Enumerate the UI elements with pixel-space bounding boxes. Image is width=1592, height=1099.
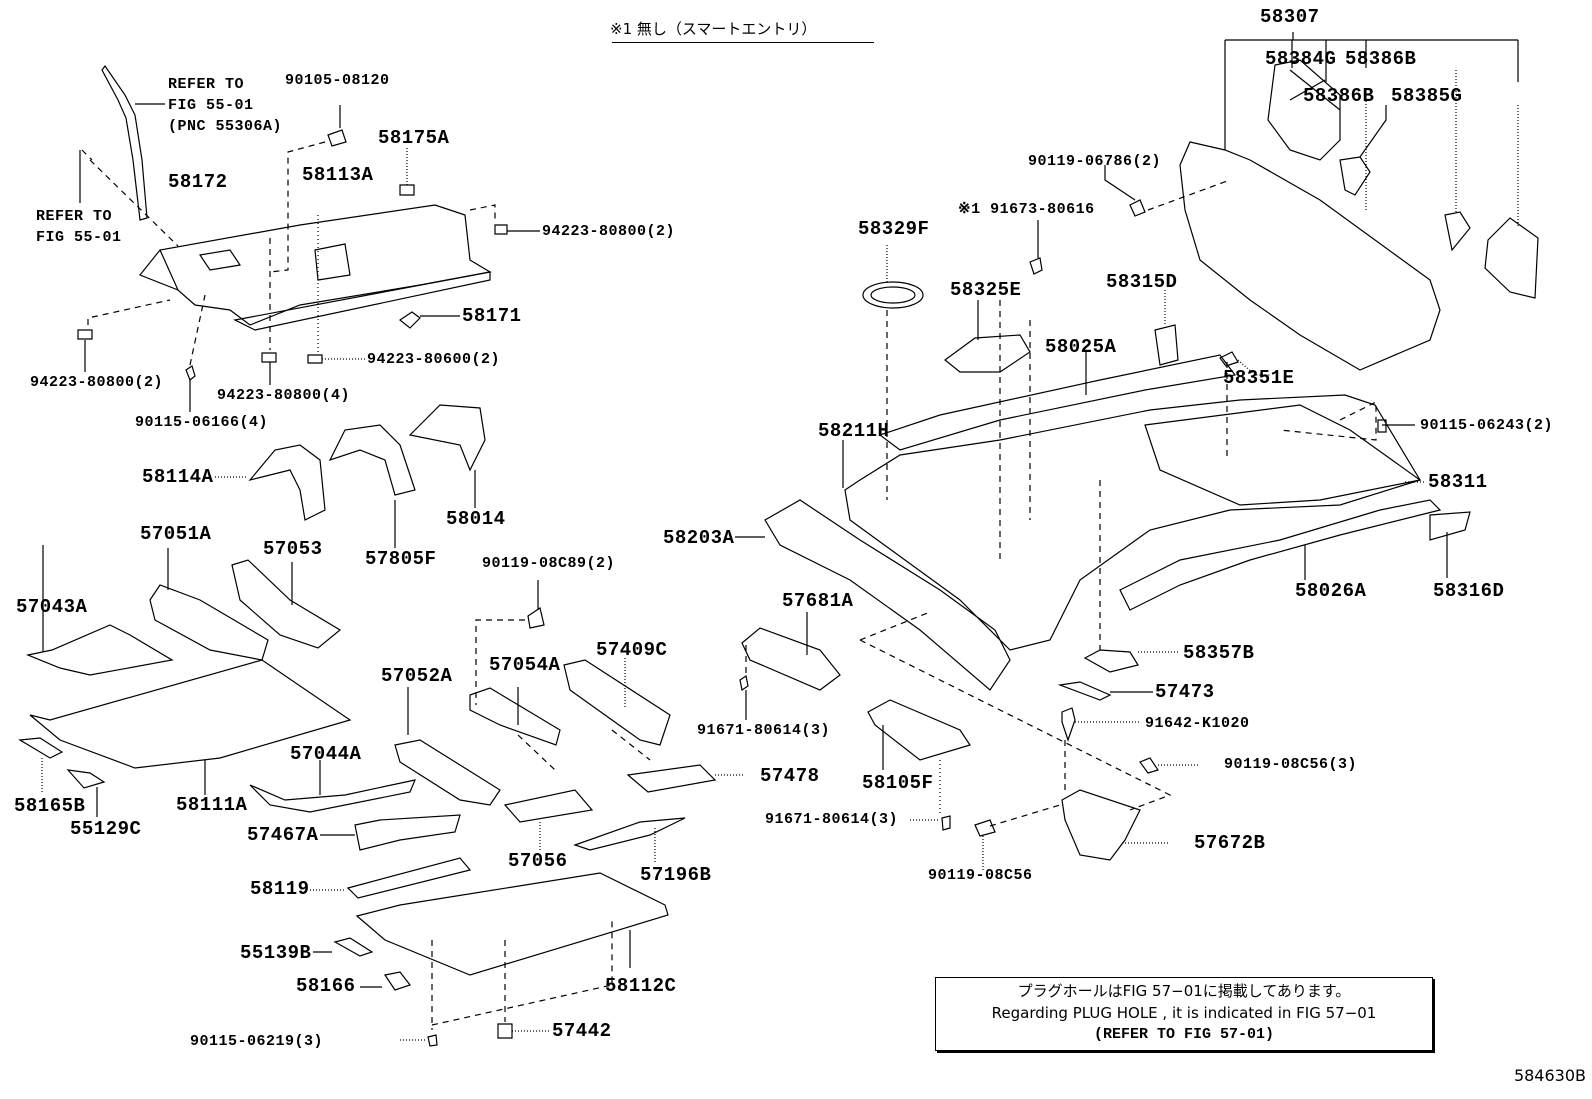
part-label-94223-80800-2[interactable]: 94223-80800(2)	[542, 223, 676, 240]
part-label-94223-80800-2[interactable]: 94223-80800(2)	[30, 374, 164, 391]
part-label-57467A[interactable]: 57467A	[247, 824, 319, 846]
part-label-55139B[interactable]: 55139B	[240, 942, 312, 964]
part-label-58166[interactable]: 58166	[296, 975, 356, 997]
part-label-58119[interactable]: 58119	[250, 878, 310, 900]
part-label-58386B[interactable]: 58386B	[1345, 48, 1417, 70]
part-label-58105F[interactable]: 58105F	[862, 772, 934, 794]
fasteners-upper-left	[78, 105, 540, 412]
panel-58307	[1105, 60, 1538, 370]
part-label-57681A[interactable]: 57681A	[782, 590, 854, 612]
part-label-57442[interactable]: 57442	[552, 1020, 612, 1042]
dash-ref	[82, 150, 92, 160]
part-label-90105-08120[interactable]: 90105-08120	[285, 72, 390, 89]
note-line-reference[interactable]: (REFER TO FIG 57-01)	[1093, 1026, 1275, 1043]
panel-rear-floor	[735, 300, 1470, 690]
brackets-middle-left	[215, 405, 485, 548]
reference-line: REFER TO	[168, 76, 245, 93]
leader-tree-58307	[1225, 32, 1518, 150]
part-label-57052A[interactable]: 57052A	[381, 665, 453, 687]
reference-line: FIG 55-01	[168, 97, 254, 114]
brackets-lower-right	[860, 480, 1200, 860]
part-label-58329F[interactable]: 58329F	[858, 218, 930, 240]
reference-line: FIG 55-01	[36, 229, 122, 246]
part-label-57805F[interactable]: 57805F	[365, 548, 437, 570]
note-line-jp: プラグホールはFIG 57−01に掲載してあります。	[1017, 982, 1351, 1000]
part-label-58316D[interactable]: 58316D	[1433, 580, 1505, 602]
part-label-57196B[interactable]: 57196B	[640, 864, 712, 886]
part-label-58026A[interactable]: 58026A	[1295, 580, 1367, 602]
part-label-90115-06243-2[interactable]: 90115-06243(2)	[1420, 417, 1554, 434]
part-label-58384G[interactable]: 58384G	[1265, 48, 1337, 70]
part-label-58175A[interactable]: 58175A	[378, 127, 450, 149]
part-label-57672B[interactable]: 57672B	[1194, 832, 1266, 854]
part-label-57044A[interactable]: 57044A	[290, 743, 362, 765]
part-label-57478[interactable]: 57478	[760, 765, 820, 787]
part-label-58025A[interactable]: 58025A	[1045, 336, 1117, 358]
part-label-91642-K1020[interactable]: 91642-K1020	[1145, 715, 1250, 732]
part-label-58171[interactable]: 58171	[462, 305, 522, 327]
part-label-58311[interactable]: 58311	[1428, 471, 1488, 493]
part-label-58172[interactable]: 58172	[168, 171, 228, 193]
part-label-91671-80614-3[interactable]: 91671-80614(3)	[697, 722, 831, 739]
part-label-90119-08C56-3[interactable]: 90119-08C56(3)	[1224, 756, 1358, 773]
part-label-58307[interactable]: 58307	[1260, 6, 1320, 28]
part-label-58211H[interactable]: 58211H	[818, 420, 890, 442]
reference-fig-55-01-pnc[interactable]: REFER TO FIG 55-01 (PNC 55306A)	[168, 74, 282, 137]
reference-fig-55-01[interactable]: REFER TO FIG 55-01	[36, 206, 122, 248]
part-label-90115-06219-3[interactable]: 90115-06219(3)	[190, 1033, 324, 1050]
reference-line: REFER TO	[36, 208, 113, 225]
panel-58113A	[140, 205, 490, 330]
part-label-55129C[interactable]: 55129C	[70, 818, 142, 840]
figure-id: 584630B	[1513, 1066, 1586, 1085]
part-label-90119-08C89-2[interactable]: 90119-08C89(2)	[482, 555, 616, 572]
part-label-90119-08C56[interactable]: 90119-08C56	[928, 867, 1033, 884]
part-label-58114A[interactable]: 58114A	[142, 466, 214, 488]
brackets-center-lower	[740, 612, 995, 870]
plugs	[863, 220, 1270, 375]
part-label-90119-06786-2[interactable]: 90119-06786(2)	[1028, 153, 1162, 170]
floor-panels-left	[20, 545, 350, 817]
part-label-57056[interactable]: 57056	[508, 850, 568, 872]
part-label-58351E[interactable]: 58351E	[1223, 367, 1295, 389]
part-label-94223-80600-2[interactable]: 94223-80600(2)	[367, 351, 501, 368]
part-label-58014[interactable]: 58014	[446, 508, 506, 530]
plug-hole-note: プラグホールはFIG 57−01に掲載してあります。 Regarding PLU…	[935, 977, 1433, 1051]
header-note: ※1 無し（スマートエントリ）	[610, 20, 817, 38]
part-label-58203A[interactable]: 58203A	[663, 527, 735, 549]
part-label-57473[interactable]: 57473	[1155, 681, 1215, 703]
stay-55306A	[102, 66, 147, 220]
part-label-90115-06166-4[interactable]: 90115-06166(4)	[135, 414, 269, 431]
part-label-91671-80614-3[interactable]: 91671-80614(3)	[765, 811, 899, 828]
part-label-57051A[interactable]: 57051A	[140, 523, 212, 545]
part-label-58325E[interactable]: 58325E	[950, 279, 1022, 301]
part-label-58357B[interactable]: 58357B	[1183, 642, 1255, 664]
part-label-57054A[interactable]: 57054A	[489, 654, 561, 676]
part-label-58111A[interactable]: 58111A	[176, 794, 248, 816]
part-label-57409C[interactable]: 57409C	[596, 639, 668, 661]
part-label-94223-80800-4[interactable]: 94223-80800(4)	[217, 387, 351, 404]
part-label-58385G[interactable]: 58385G	[1391, 85, 1463, 107]
part-label-58386B[interactable]: 58386B	[1303, 85, 1375, 107]
channels-center	[250, 580, 745, 898]
part-label-58113A[interactable]: 58113A	[302, 164, 374, 186]
header-underline	[612, 42, 874, 43]
reference-line: (PNC 55306A)	[168, 118, 283, 135]
part-label-58112C[interactable]: 58112C	[605, 975, 677, 997]
note-line-en: Regarding PLUG HOLE , it is indicated in…	[991, 1004, 1377, 1022]
part-label-58165B[interactable]: 58165B	[14, 795, 86, 817]
part-label-91673-80616[interactable]: ※1 91673-80616	[958, 201, 1095, 218]
part-label-57043A[interactable]: 57043A	[16, 596, 88, 618]
panel-58112C	[313, 873, 668, 1046]
part-label-58315D[interactable]: 58315D	[1106, 271, 1178, 293]
part-label-57053[interactable]: 57053	[263, 538, 323, 560]
